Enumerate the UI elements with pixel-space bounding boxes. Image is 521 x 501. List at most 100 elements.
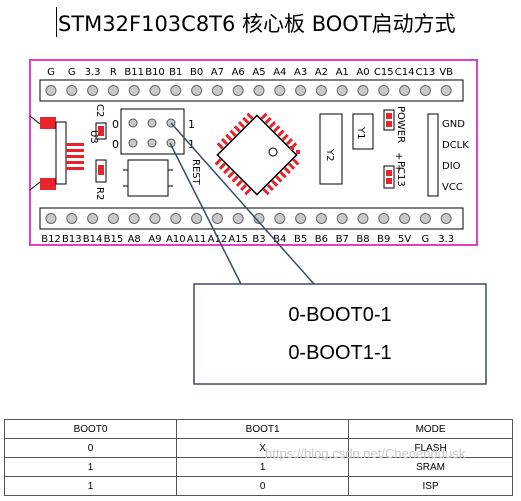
pin-label: B7	[336, 234, 349, 245]
usb-pad-top	[40, 117, 56, 129]
page-title: STM32F103C8T6 核心板 BOOT启动方式	[58, 12, 456, 36]
header-pin-hole	[253, 213, 265, 224]
pin-label: A3	[294, 67, 307, 78]
header-pin-hole	[191, 85, 203, 96]
c2-label: C2	[94, 104, 105, 117]
u3-pins	[66, 143, 84, 170]
header-pin-hole	[399, 85, 411, 96]
swd-pin-label: GND	[442, 119, 465, 130]
header-pin-hole	[419, 85, 431, 96]
y1-body	[352, 113, 374, 150]
table-row: 1 0 ISP	[3, 476, 513, 496]
pin-label: 5V	[398, 234, 411, 245]
pin-label: A5	[252, 67, 265, 78]
pin-label: G	[47, 67, 55, 78]
pin-label: R	[110, 67, 117, 78]
header-pin-hole	[357, 213, 369, 224]
r2-label: R2	[94, 187, 105, 200]
pin-label: B9	[377, 234, 390, 245]
y2-label: Y2	[324, 148, 335, 161]
header-pin-hole	[128, 213, 140, 224]
header-pin-hole	[295, 213, 307, 224]
pin-label: B15	[104, 234, 124, 245]
boot-jumper-pins	[128, 118, 176, 148]
header-pin-hole	[149, 213, 161, 224]
pin-label: VB	[439, 67, 453, 78]
u3-label: U3	[88, 130, 99, 144]
pin-label: G	[422, 234, 430, 245]
header-boot0: BOOT0	[3, 419, 178, 439]
header-pin-hole	[419, 213, 431, 224]
pin-label: A11	[187, 234, 207, 245]
header-pin-hole	[66, 85, 78, 96]
pin-label: B12	[41, 234, 61, 245]
header-pin-hole	[440, 213, 452, 224]
c2-body	[95, 122, 107, 140]
jumper-label-left-bottom: 0	[112, 138, 119, 151]
pin-label: A12	[208, 234, 228, 245]
reset-button-body	[127, 159, 169, 197]
pin-label: B0	[190, 67, 203, 78]
header-pin-hole	[170, 85, 182, 96]
header-pin-hole	[274, 85, 286, 96]
pin-label: B4	[273, 234, 286, 245]
header-pin-hole	[357, 85, 369, 96]
cell-boot0: 0	[3, 438, 178, 458]
jumper-label-right-top: 1	[188, 118, 195, 131]
pin-label: A9	[148, 234, 161, 245]
callout-pointer-right	[170, 122, 315, 285]
pin-label: B3	[252, 234, 265, 245]
pin-label: 3.3	[438, 234, 454, 245]
usb-pad-bottom	[40, 178, 56, 190]
board-outline	[29, 59, 478, 246]
header-pin-hole	[336, 85, 348, 96]
callout-line-boot0: 0-BOOT0-1	[288, 304, 392, 326]
header-pin-hole	[315, 85, 327, 96]
jumper-label-left-top: 0	[112, 118, 119, 131]
pin-label: B14	[83, 234, 103, 245]
pin-label: A8	[128, 234, 141, 245]
mcu-side-pads	[290, 146, 300, 154]
pin-label: G	[68, 67, 76, 78]
header-pin-hole	[128, 85, 140, 96]
pin-label: A2	[315, 67, 328, 78]
header-pin-hole	[378, 213, 390, 224]
pin-label: B6	[315, 234, 328, 245]
swd-pin-label: DCLK	[442, 140, 469, 151]
bottom-pin-holes	[45, 213, 452, 224]
header-pin-hole	[66, 213, 78, 224]
header-pin-hole	[336, 213, 348, 224]
pin-label: A1	[336, 67, 349, 78]
pin-label: A10	[166, 234, 186, 245]
header-pin-hole	[274, 213, 286, 224]
usb-edge-top	[29, 115, 41, 125]
pin-label: C14	[395, 67, 415, 78]
top-header	[39, 79, 464, 102]
pc13-led-body	[383, 165, 395, 189]
pin-label: A7	[211, 67, 224, 78]
pin-label: B10	[145, 67, 165, 78]
header-pin-hole	[87, 85, 99, 96]
pin-label: C13	[416, 67, 436, 78]
c2-pad	[98, 126, 104, 136]
header-pin-hole	[149, 85, 161, 96]
cell-mode: ISP	[348, 476, 513, 496]
table-row: 1 1 SRAM	[3, 457, 513, 477]
cell-boot0: 1	[3, 476, 178, 496]
boot-mode-table: BOOT0 BOOT1 MODE 0 X FLASH 1 1 SRAM 1 0 …	[3, 419, 513, 496]
callout-text: 0-BOOT0-1 0-BOOT1-1	[194, 284, 486, 384]
usb-edge-bottom	[29, 181, 41, 191]
pin-label: B1	[169, 67, 182, 78]
table-header-row: BOOT0 BOOT1 MODE	[3, 419, 513, 439]
header-pin-hole	[191, 213, 203, 224]
header-pin-hole	[253, 85, 265, 96]
r2-pad	[98, 165, 104, 175]
pin-label: A15	[228, 234, 248, 245]
header-pin-hole	[232, 85, 244, 96]
cell-boot1: 0	[176, 476, 350, 496]
mcu-pin1-marker	[268, 147, 278, 157]
